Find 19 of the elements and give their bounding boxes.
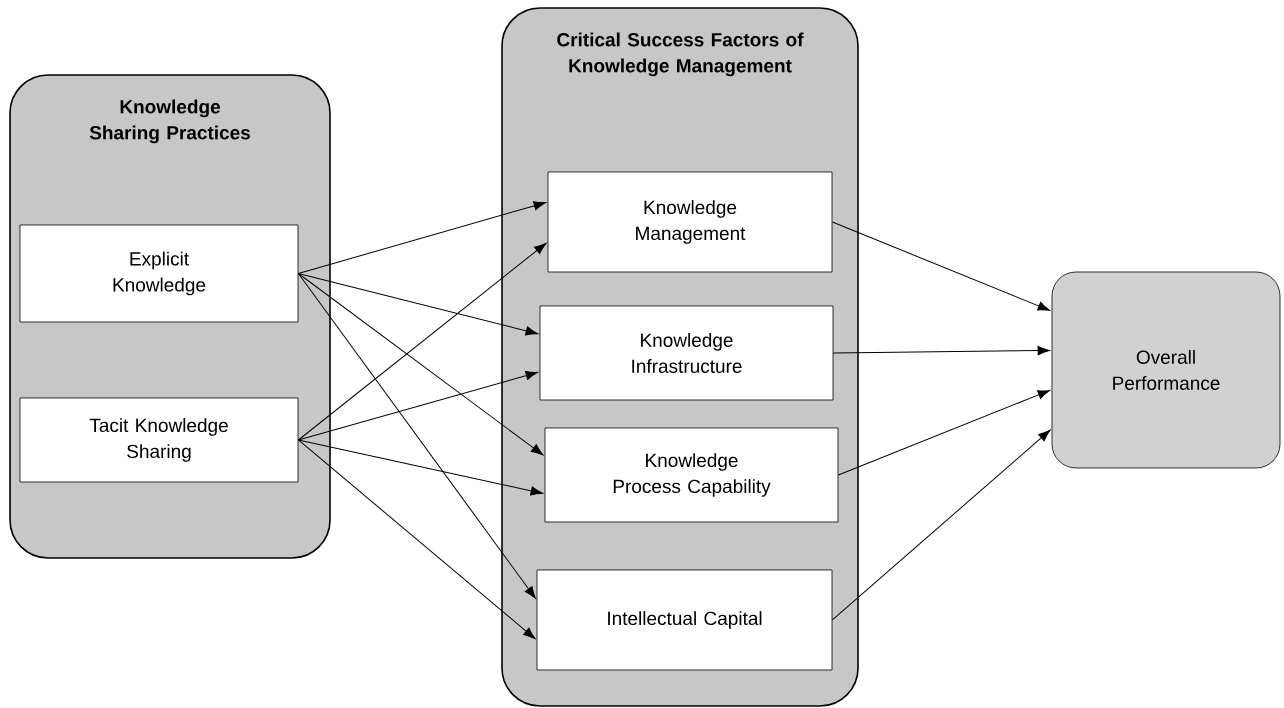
arrow [297, 273, 538, 336]
arrow [297, 273, 536, 599]
arrow [297, 439, 536, 640]
arrow [297, 242, 547, 441]
text-box: Knowledge Management [547, 171, 833, 273]
arrow [831, 429, 1051, 621]
text-box: Knowledge Process Capability [544, 427, 839, 523]
text-box: Explicit Knowledge [19, 224, 299, 323]
arrow [297, 201, 547, 274]
arrow [831, 221, 1051, 311]
rounded-box: Overall Performance [1051, 271, 1281, 469]
text-box: Intellectual Capital [536, 569, 833, 671]
text-box: Tacit Knowledge Sharing [19, 397, 299, 483]
arrow [832, 345, 1050, 356]
arrow [297, 439, 543, 496]
arrow [297, 370, 539, 441]
arrow [297, 273, 544, 456]
text-box: Knowledge Infrastructure [539, 305, 834, 401]
arrow [837, 389, 1051, 476]
